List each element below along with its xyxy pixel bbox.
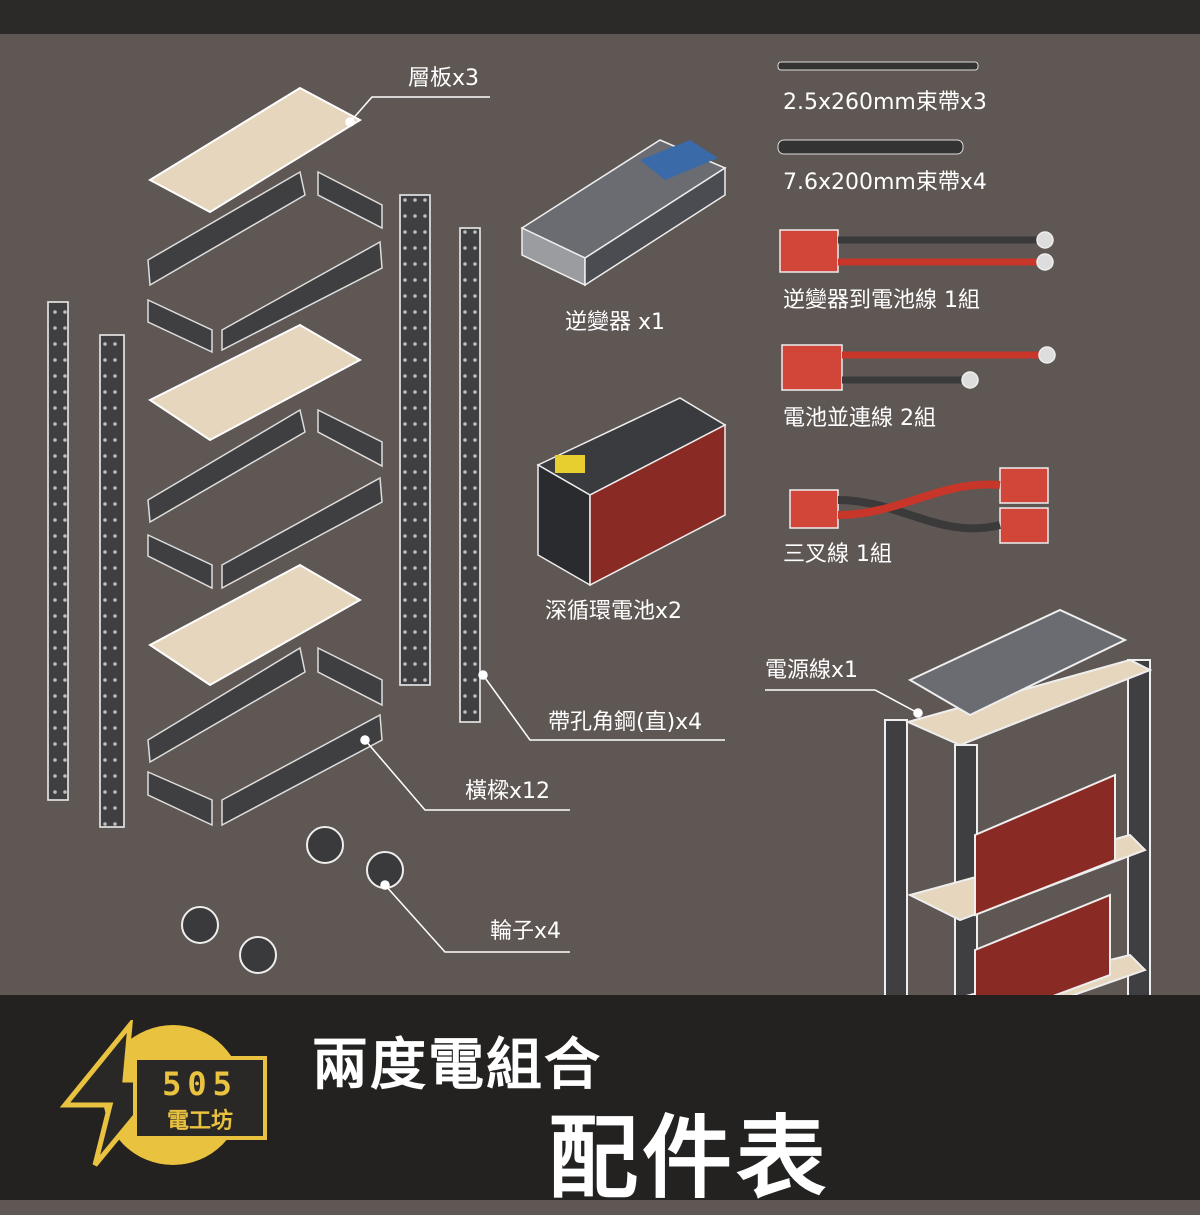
beams — [147, 170, 383, 827]
label-beam: 橫樑x12 — [465, 779, 551, 804]
title-line1: 兩度電組合 — [312, 1033, 602, 1098]
label-tie-small: 2.5x260mm束帶x3 — [783, 90, 987, 115]
logo-505: 505 電工坊 — [59, 1020, 267, 1167]
logo-name: 電工坊 — [167, 1108, 233, 1134]
cables — [779, 229, 1056, 544]
label-tie-large: 7.6x200mm束帶x4 — [783, 170, 987, 195]
label-y-cable: 三叉線 1組 — [783, 542, 892, 567]
angle-steel-uprights — [47, 194, 481, 828]
top-bar — [0, 0, 1200, 34]
shelf-boards — [147, 86, 363, 687]
label-angle-steel: 帶孔角鋼(直)x4 — [548, 710, 703, 735]
battery-illustration — [536, 397, 727, 587]
label-parallel-cable: 電池並連線 2組 — [783, 406, 936, 431]
label-battery: 深循環電池x2 — [545, 599, 683, 624]
label-power-cord: 電源線x1 — [765, 658, 859, 683]
leader-lines — [345, 96, 923, 953]
wheels — [181, 826, 404, 974]
cable-ties — [777, 61, 979, 155]
inverter-illustration — [520, 139, 727, 287]
label-inverter-cable: 逆變器到電池線 1組 — [783, 288, 980, 313]
label-wheel: 輪子x4 — [490, 919, 562, 944]
title-line2: 配件表 — [548, 1106, 830, 1211]
label-shelf: 層板x3 — [408, 66, 480, 91]
label-inverter: 逆變器 x1 — [565, 310, 666, 335]
logo-number: 505 — [162, 1065, 238, 1103]
